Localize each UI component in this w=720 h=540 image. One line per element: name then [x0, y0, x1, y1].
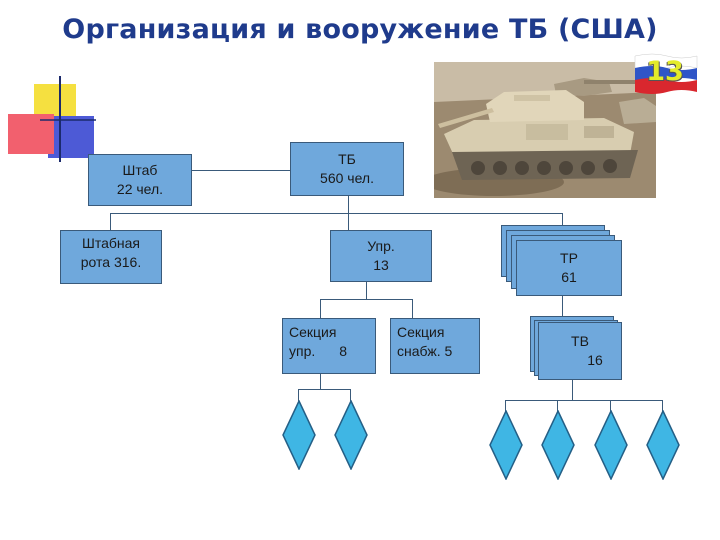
supply-section-title: Секция [397, 324, 445, 340]
tb-box-title: ТБ [338, 151, 356, 167]
tank-diamond [541, 410, 575, 480]
hq-company-title: Штабная [82, 235, 140, 251]
command-box-count: 13 [373, 257, 389, 273]
command-section-box: Секция упр. 8 [282, 318, 376, 374]
tank-platoon-box: ТВ 16 [538, 322, 622, 380]
connector [320, 374, 322, 390]
vehicle-diamond [334, 400, 368, 470]
connector [412, 299, 414, 318]
tank-diamond [594, 410, 628, 480]
connector [562, 213, 564, 225]
tank-diamond [489, 410, 523, 480]
hq-box-count: 22 чел. [116, 181, 164, 197]
command-box-title: Упр. [367, 238, 395, 254]
page-title: Организация и вооружение ТБ (США) [62, 14, 658, 45]
connector [320, 299, 412, 301]
tank-platoon-title: ТВ [571, 333, 589, 349]
hq-box: Штаб 22 чел. [88, 154, 192, 206]
tb-box-count: 560 чел. [320, 170, 374, 186]
connector [298, 389, 300, 401]
connector [348, 196, 350, 214]
connector [572, 380, 574, 401]
supply-section-box: Секция снабж. 5 [390, 318, 480, 374]
connector [110, 213, 563, 215]
connector [505, 400, 507, 412]
tank-platoon-count: 16 [587, 352, 603, 368]
tank-company-box: ТР 61 [516, 240, 622, 296]
tank-company-count: 61 [561, 269, 577, 285]
tb-box: ТБ 560 чел. [290, 142, 404, 196]
command-section-title: Секция [289, 324, 337, 340]
slide-number: 13 [646, 56, 684, 87]
supply-section-count: снабж. 5 [397, 343, 453, 359]
connector [348, 213, 350, 230]
hq-box-title: Штаб [122, 162, 158, 178]
hq-company-box: Штабная рота 316. [60, 230, 162, 284]
connector [662, 400, 664, 412]
tank-diamond [646, 410, 680, 480]
tank-photo [434, 62, 656, 198]
connector [320, 299, 322, 318]
command-section-label: упр. [289, 343, 316, 359]
connector [505, 400, 662, 402]
connector [562, 296, 564, 316]
connector [298, 389, 350, 391]
vehicle-diamond [282, 400, 316, 470]
command-section-count: 8 [339, 343, 348, 359]
connector [610, 400, 612, 412]
connector [366, 282, 368, 300]
connector [557, 400, 559, 412]
flag-icon [634, 53, 698, 94]
decorative-squares [8, 76, 96, 162]
connector [350, 389, 352, 401]
connector [190, 170, 290, 172]
tank-company-title: ТР [560, 250, 578, 266]
hq-company-count: рота 316. [80, 254, 142, 270]
command-box: Упр. 13 [330, 230, 432, 282]
connector [110, 213, 112, 230]
